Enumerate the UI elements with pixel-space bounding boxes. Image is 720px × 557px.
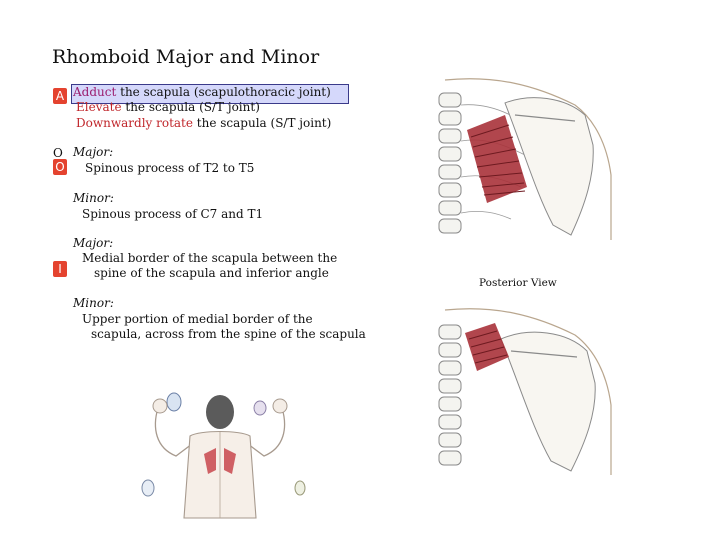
insertion-minor-line1: Upper portion of medial border of the — [82, 312, 313, 326]
origin-minor-label: Minor: — [73, 191, 114, 205]
origin-minor-text: Spinous process of C7 and T1 — [82, 207, 264, 221]
action-downward-text: the scapula (S/T joint) — [192, 116, 332, 130]
insertion-major-line1: Medial border of the scapula between the — [82, 251, 338, 265]
action-adduct: Adduct the scapula (scapulothoracic join… — [73, 85, 331, 100]
slide-title: Rhomboid Major and Minor — [52, 46, 320, 68]
illustration-back-figure — [141, 392, 306, 519]
action-elevate: Elevate the scapula (S/T joint) — [76, 100, 260, 115]
origin-major-label: Major: — [73, 145, 114, 159]
badge-i: I — [53, 261, 67, 277]
origin-major-text: Spinous process of T2 to T5 — [85, 161, 255, 175]
illustration-rhomboid-major — [438, 78, 612, 240]
insertion-major-line2: spine of the scapula and inferior angle — [94, 266, 329, 280]
insertion-major-label: Major: — [73, 236, 114, 250]
action-adduct-text: the scapula (scapulothoracic joint) — [116, 85, 331, 99]
posterior-view-caption: Posterior View — [479, 277, 557, 289]
highlight-box — [71, 84, 349, 104]
term-adduct: Adduct — [73, 85, 117, 99]
insertion-minor-line2: scapula, across from the spine of the sc… — [91, 327, 366, 341]
term-elevate: Elevate — [76, 100, 122, 114]
insertion-minor-label: Minor: — [73, 296, 114, 310]
action-elevate-text: the scapula (S/T joint) — [121, 100, 260, 114]
action-downward: Downwardly rotate the scapula (S/T joint… — [76, 116, 331, 131]
illustration-rhomboid-minor — [438, 308, 612, 475]
badge-a: A — [53, 88, 67, 104]
origin-stray-letter: O — [53, 146, 63, 160]
badge-o: O — [53, 159, 67, 175]
term-downwardly-rotate: Downwardly rotate — [76, 116, 193, 130]
